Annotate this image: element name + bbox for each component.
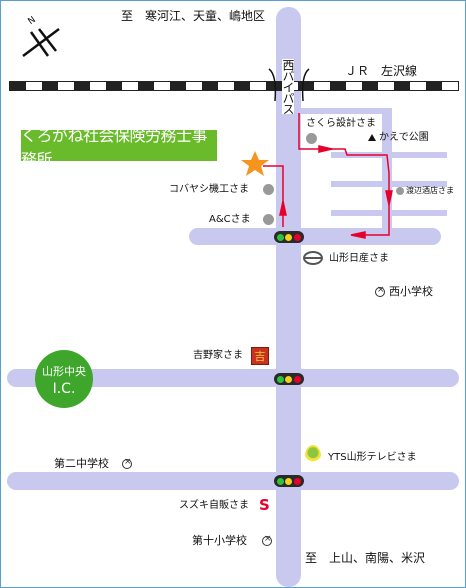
yoshinoya-label: 吉野家さま	[193, 350, 243, 361]
watanabe-label: 渡辺酒店さま	[406, 186, 454, 195]
daiju-school-label: 第十小学校	[192, 534, 247, 547]
kobayashi-label: コバヤシ機工さま	[169, 184, 249, 195]
yoshinoya-logo-text: 吉	[254, 350, 266, 363]
traffic-light-middle	[274, 373, 304, 385]
yoshinoya-logo: 吉	[251, 347, 269, 365]
green-lamp-icon	[276, 233, 284, 241]
road-local-vertical	[382, 108, 392, 236]
railway-label: ＪＲ 左沢線	[345, 64, 418, 78]
nissan-logo-icon	[303, 251, 323, 265]
north-label: N	[26, 15, 38, 28]
nishi-school-label: 西小学校	[389, 285, 433, 298]
traffic-light-upper	[274, 231, 304, 243]
park-icon	[368, 134, 376, 141]
traffic-light-lower	[274, 475, 304, 487]
suzuki-label: スズキ自販さま	[179, 500, 249, 511]
kaede-label: かえで公園	[379, 132, 429, 143]
interchange-name: 山形中央	[42, 365, 86, 378]
road-local-h1	[331, 152, 447, 158]
ac-label: A&Cさま	[209, 214, 251, 225]
green-lamp-icon	[276, 477, 284, 485]
watanabe-dot	[396, 187, 404, 195]
yellow-lamp-icon	[285, 375, 293, 383]
yts-label: YTS山形テレビさま	[328, 452, 417, 463]
interchange-badge: 山形中央 I.C.	[35, 350, 93, 408]
road-upper-horizontal	[189, 228, 441, 245]
ac-dot	[263, 214, 274, 225]
red-lamp-icon	[294, 233, 302, 241]
nishi-school-icon	[375, 285, 385, 297]
office-star-icon	[241, 151, 269, 176]
road-local-h3	[331, 210, 447, 216]
direction-bottom: 至 上山、南陽、米沢	[305, 551, 426, 565]
bypass-label: 西バイパス	[281, 59, 295, 114]
daini-school-label: 第二中学校	[54, 457, 109, 470]
red-lamp-icon	[294, 477, 302, 485]
nissan-label: 山形日産さま	[329, 253, 389, 264]
direction-top: 至 寒河江、天童、嶋地区	[121, 9, 266, 23]
road-lower-horizontal	[7, 472, 459, 490]
sakura-label: さくら設計さま	[306, 118, 376, 129]
sakura-dot	[306, 133, 317, 144]
red-lamp-icon	[294, 375, 302, 383]
railway-line	[9, 81, 459, 91]
yellow-lamp-icon	[285, 233, 293, 241]
suzuki-logo-icon: S	[259, 496, 270, 514]
kobayashi-dot	[263, 184, 274, 195]
interchange-abbrev: I.C.	[52, 381, 76, 397]
yts-logo-icon	[305, 445, 321, 467]
office-title: くろがね社会保険労務士事務所	[21, 126, 217, 169]
road-local-h4	[301, 108, 391, 114]
green-lamp-icon	[276, 375, 284, 383]
road-middle-horizontal	[7, 369, 459, 387]
daini-school-icon	[122, 457, 132, 469]
daiju-school-icon	[262, 534, 272, 546]
north-arrow-icon	[22, 28, 60, 57]
yellow-lamp-icon	[285, 477, 293, 485]
